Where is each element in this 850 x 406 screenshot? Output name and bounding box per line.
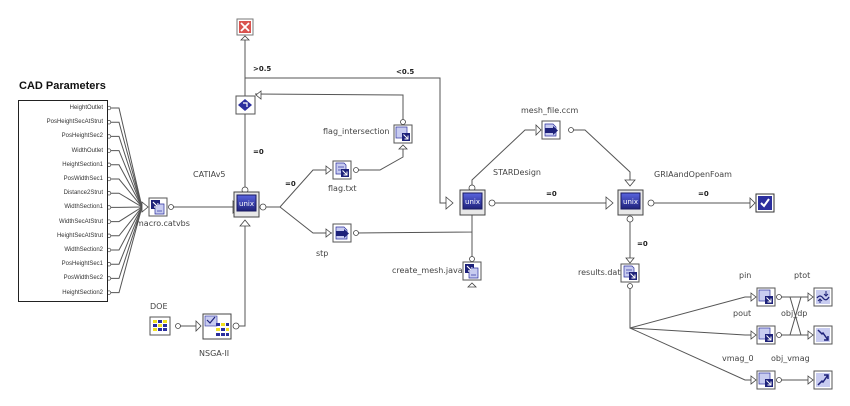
create-mesh-label: create_mesh.java [392,266,463,275]
cad-parameter-link [111,135,143,208]
mesh-file-node[interactable] [541,120,561,140]
condition-eq0-label: =0 [698,190,709,198]
pout-label: pout [733,309,752,318]
cad-parameter-link [111,178,143,208]
cad-parameter-link [111,206,143,223]
cad-parameter-item[interactable]: HeightSecAtStrut [56,232,103,239]
unix-icon: unix [465,198,480,206]
vmag-node[interactable] [756,370,776,390]
cad-parameter-link [111,206,143,237]
link-catia-flagtxt [260,169,332,208]
stp-node[interactable] [332,223,352,243]
pin-node[interactable] [756,287,776,307]
mesh-file-label: mesh_file.ccm [521,106,579,115]
flag-intersection-label: flag_intersection [323,127,390,136]
obj-dp-label: obj_dp [781,309,808,318]
optimizer-icon [206,316,216,324]
catia-node[interactable]: unix [233,191,260,218]
vmag-label: vmag_0 [722,354,754,363]
cad-parameter-item[interactable]: WidthSecAtStrut [58,218,103,225]
nsga-node[interactable] [202,313,232,340]
gria-node[interactable]: unix [617,189,644,216]
condition-eq0-label: =0 [285,180,296,188]
condition-eq0-label: =0 [546,190,557,198]
stp-label: stp [316,249,329,258]
decision-node[interactable] [235,95,256,115]
cad-parameters-title: CAD Parameters [19,80,106,92]
flag-txt-label: flag.txt [328,184,357,193]
ptot-label: ptot [794,271,811,280]
link-flag-decision [254,93,404,123]
ptot-node[interactable] [813,287,833,307]
results-node[interactable] [620,263,640,283]
cad-parameter-item[interactable]: WidthOutlet [71,147,103,154]
doe-label: DOE [150,302,168,311]
catia-label: CATIAv5 [193,170,226,179]
decision-icon [238,99,252,111]
flag-intersection-node[interactable] [393,124,413,144]
obj-dp-node[interactable] [813,325,833,345]
cad-parameter-link [111,107,143,208]
cad-parameter-item[interactable]: Distance2Strut [63,190,103,197]
cad-parameter-item[interactable]: WidthSection2 [64,247,103,253]
flag-txt-node[interactable] [332,160,352,180]
cad-parameter-item[interactable]: PosHeightSecAtStrut [46,119,103,126]
gria-label: GRIAandOpenFoam [654,170,732,179]
pin-label: pin [739,271,752,280]
link-meshfile-gria [571,129,631,183]
cad-parameter-item[interactable]: HeightSection2 [62,289,103,296]
unix-icon: unix [239,200,254,208]
minimize-icon [817,329,829,341]
condition-eq0-label: =0 [637,240,648,248]
link-catia-stp [279,206,332,234]
cad-parameter-link [111,206,143,279]
cad-parameter-link [111,121,143,208]
macro-label: macro.catvbs [136,219,190,228]
link-results-pout [629,327,756,336]
check-icon [760,198,770,208]
create-mesh-node[interactable] [462,261,482,281]
target-icon [816,295,830,301]
cad-parameter-link [111,150,143,208]
error-node[interactable] [236,18,254,36]
cad-parameter-item[interactable]: PosWidthSec1 [63,176,103,182]
obj-vmag-label: obj_vmag [771,354,810,363]
results-label: results.dat [578,268,621,277]
condition-lt-label: <0.5 [396,68,415,76]
cad-parameter-item[interactable]: PosHeightSec1 [61,261,103,268]
cad-parameter-link [111,206,143,251]
link-star-meshfile [471,129,535,188]
maximize-icon [817,374,829,386]
cad-parameter-link [111,206,143,265]
cad-parameter-item[interactable]: HeightOutlet [69,105,103,111]
unix-icon: unix [623,198,638,206]
nsga-label: NSGA-II [199,349,230,358]
link-results-pin [629,285,756,329]
link-stp-star [354,214,473,234]
star-node[interactable]: unix [459,189,486,216]
doe-node[interactable] [149,316,171,336]
macro-node[interactable] [148,197,168,217]
cad-parameter-link [111,192,143,208]
condition-gt-label: >0.5 [253,65,272,73]
obj-vmag-node[interactable] [813,370,833,390]
cad-parameter-item[interactable]: HeightSection1 [62,161,103,168]
condition-eq0-label: =0 [253,148,264,156]
cad-parameter-item[interactable]: WidthSection1 [64,204,103,211]
cad-parameter-link [111,164,143,208]
cad-parameter-item[interactable]: PosWidthSec2 [63,275,103,282]
cad-parameter-link [111,206,143,294]
link-nsga-catia [236,226,246,327]
doe-grid-icon [153,320,167,331]
link-flagtxt-flaginter [355,145,404,171]
star-label: STARDesign [493,168,541,177]
logic-end-node[interactable] [755,193,775,213]
pout-node[interactable] [756,325,776,345]
cad-fan-lines [106,105,143,295]
cad-parameter-item[interactable]: PosHeightSec2 [61,133,103,140]
